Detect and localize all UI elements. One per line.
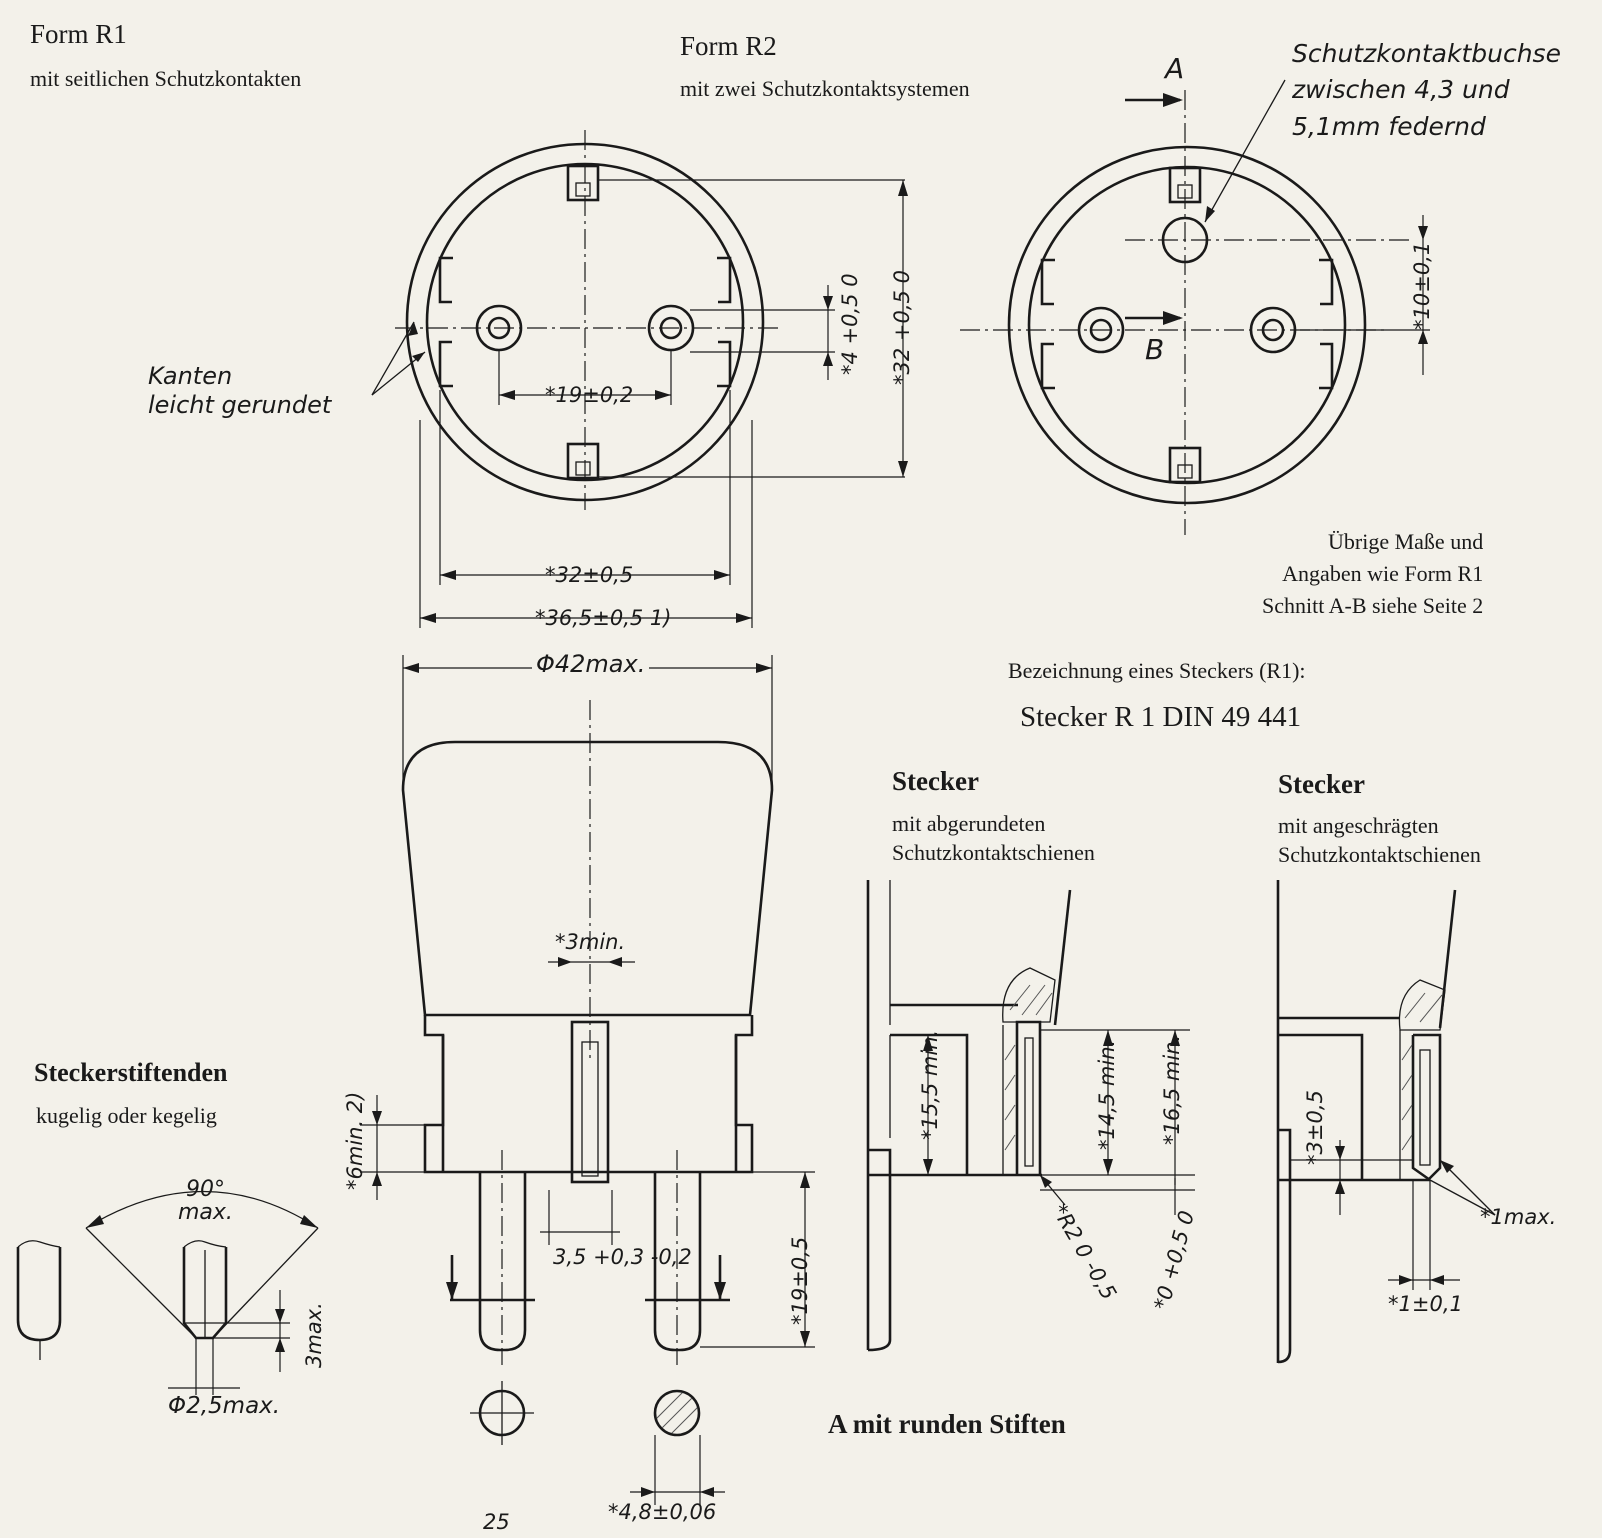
dim-width-inner: *32±0,5 <box>545 563 634 587</box>
form-r2-remark: Übrige Maße und Angaben wie Form R1 Schn… <box>1262 529 1484 618</box>
section-marker-b: B <box>1145 333 1165 366</box>
stecker-chamfered-subtitle: mit angeschrägten Schutzkontaktschienen <box>1278 813 1481 867</box>
pin-ends-title: Steckerstiftenden <box>34 1058 228 1087</box>
dim-pin-length: *19±0,5 <box>788 1236 812 1325</box>
dim-chamfered-a: *3±0,5 <box>1303 1090 1327 1165</box>
view-caption: A mit runden Stiften <box>828 1409 1066 1439</box>
form-r2-title: Form R2 <box>680 31 777 61</box>
stecker-rounded-subtitle: mit abgerundeten Schutzkontaktschienen <box>892 811 1095 865</box>
stecker-chamfered-title: Stecker <box>1278 769 1365 799</box>
designation-label: Bezeichnung eines Steckers (R1): <box>1008 658 1306 683</box>
pin-ends-subtitle: kugelig oder kegelig <box>36 1103 217 1128</box>
angle-label: 90° max. <box>178 1177 233 1226</box>
dim-pin-spacing: *19±0,2 <box>545 383 634 407</box>
tip-length-label: 3max. <box>302 1302 326 1368</box>
dim-socket-offset: *10±0,1 <box>1410 241 1434 330</box>
page-number-fragment: 25 <box>483 1510 510 1534</box>
plug-side-view <box>360 655 815 1505</box>
dim-rounded-c: *16,5 min. <box>1160 1034 1184 1145</box>
edges-rounded-note: Kanten leicht gerundet <box>148 362 332 419</box>
dim-slot-min: *3min. <box>555 930 626 954</box>
form-r1-front-view <box>371 130 908 628</box>
dim-small-offset: *4 +0,5 0 <box>838 273 862 375</box>
stecker-chamfered-detail <box>1276 880 1496 1364</box>
dim-diameter: Φ42max. <box>532 650 650 679</box>
dim-min-height: *6min. 2) <box>343 1091 367 1190</box>
dim-pin-diameter: *4,8±0,06 <box>608 1500 717 1524</box>
form-r1-subtitle: mit seitlichen Schutzkontakten <box>30 66 302 91</box>
dim-slot-width: 3,5 +0,3 -0,2 <box>553 1245 692 1269</box>
section-marker-a: A <box>1165 52 1185 85</box>
dim-rounded-a: *15,5 min. <box>918 1029 942 1140</box>
pin-ends-detail <box>16 1191 319 1395</box>
stecker-rounded-detail <box>866 880 1195 1352</box>
dim-chamfered-b: *1max. <box>1480 1205 1557 1229</box>
form-r2-subtitle: mit zwei Schutzkontaktsystemen <box>680 76 970 101</box>
tip-diameter-label: Φ2,5max. <box>168 1393 281 1419</box>
dim-height: *32 +0,5 0 <box>890 270 914 385</box>
dim-width-outer: *36,5±0,5 1) <box>535 606 672 630</box>
dim-rounded-b: *14,5 min. <box>1095 1039 1119 1150</box>
form-r1-title: Form R1 <box>30 19 127 49</box>
form-r2-front-view <box>960 79 1430 535</box>
dim-chamfered-c: *1±0,1 <box>1388 1292 1463 1316</box>
stecker-rounded-title: Stecker <box>892 766 979 796</box>
designation-value: Stecker R 1 DIN 49 441 <box>1020 701 1302 733</box>
socket-note: Schutzkontaktbuchse zwischen 4,3 und 5,1… <box>1292 39 1561 141</box>
